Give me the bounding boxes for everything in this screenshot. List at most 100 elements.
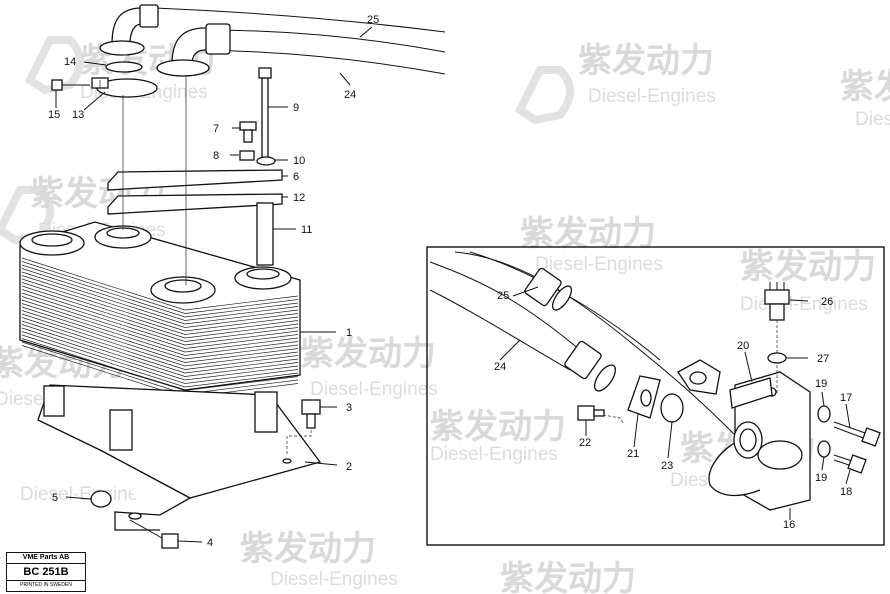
callout-22: 22 <box>579 437 591 449</box>
cooler-fin-line <box>21 327 299 381</box>
callout-20: 20 <box>737 340 749 352</box>
callout-1: 1 <box>346 327 352 339</box>
o-ring-14 <box>105 61 143 73</box>
watermark-en-8: Diesel-Engines <box>310 379 438 400</box>
callout-15: 15 <box>48 109 60 121</box>
callout-26: 26 <box>821 296 833 308</box>
cooler-fin-line <box>21 257 299 311</box>
stamp-company: VME Parts AB <box>7 553 85 564</box>
cooler-fin-line <box>21 296 299 349</box>
flange-right <box>156 59 210 77</box>
cooler-fin-line <box>21 303 299 356</box>
watermark-cn-5: 紫发动力 <box>520 214 656 254</box>
o-ring-23 <box>660 393 684 423</box>
callout-24-detail: 24 <box>494 361 506 373</box>
screw-18 <box>833 454 867 474</box>
callout-3: 3 <box>346 402 352 414</box>
sensor-26 <box>764 282 790 395</box>
callout-6: 6 <box>293 171 299 183</box>
watermark-en-2: Diesel-Engines <box>588 86 716 107</box>
callout-11: 11 <box>301 224 312 236</box>
gasket-12 <box>107 193 283 215</box>
stamp-code: BC 251B <box>7 564 85 581</box>
cooler-fin-line <box>21 292 299 346</box>
callout-19-upper: 19 <box>815 378 827 390</box>
watermark-en-6: Diesel-Engines <box>740 294 868 315</box>
cooler-fin-line <box>21 334 299 388</box>
oil-cooler-1 <box>19 221 301 398</box>
nut-8 <box>239 150 255 161</box>
washer-19-lower <box>817 440 831 458</box>
callout-4: 4 <box>207 537 213 549</box>
washer-27 <box>767 352 787 364</box>
cooler-fin-line <box>21 268 299 321</box>
cooler-fin-line <box>21 313 299 367</box>
watermark-en-12: Diesel-Engines <box>20 484 148 505</box>
title-stamp: VME Parts AB BC 251B PRINTED IN SWEDEN <box>6 552 86 592</box>
cooler-fin-line <box>21 306 299 360</box>
watermark-cn-12: 紫发动力 <box>500 559 636 594</box>
washer-10 <box>256 156 276 166</box>
callout-24-top: 24 <box>344 89 356 101</box>
watermark-cn-6: 紫发动力 <box>740 247 876 287</box>
callout-25-detail: 25 <box>497 290 509 302</box>
callout-17: 17 <box>840 392 852 404</box>
bolt-9 <box>258 67 272 159</box>
callout-7: 7 <box>213 123 219 135</box>
cooler-fin-line <box>21 317 299 370</box>
cooler-fin-line <box>21 299 299 353</box>
screw-22 <box>577 405 605 421</box>
watermark-cn-11: 紫发动力 <box>240 529 376 569</box>
callout-25-top: 25 <box>367 14 379 26</box>
callout-19-lower: 19 <box>815 472 827 484</box>
callout-10: 10 <box>293 155 305 167</box>
cooler-fin-line <box>21 278 299 332</box>
watermark-cn-2: 紫发动力 <box>578 41 714 81</box>
callout-8: 8 <box>213 150 219 162</box>
cooler-fins <box>21 257 299 398</box>
washer-19-upper <box>817 405 831 423</box>
clamp-13 <box>91 77 158 98</box>
plate-6 <box>107 169 283 191</box>
callout-9: 9 <box>293 102 299 114</box>
cooler-fin-line <box>21 289 299 342</box>
cooler-fin-line <box>21 324 299 377</box>
screw-17 <box>833 421 881 447</box>
watermark-en-5: Diesel-Engines <box>535 254 663 275</box>
cooler-fin-line <box>21 275 299 328</box>
watermark-en-3: Diesel-Engines <box>855 109 890 130</box>
stamp-printed: PRINTED IN SWEDEN <box>20 582 72 588</box>
housing-16 <box>708 371 811 511</box>
cooler-fin-line <box>21 310 299 363</box>
callout-labels: 1 2 3 4 5 6 7 8 9 10 11 12 13 14 15 16 1… <box>48 14 852 549</box>
callout-2: 2 <box>346 461 352 473</box>
bracket-2 <box>37 384 322 531</box>
nut-5 <box>90 490 112 508</box>
cooler-fin-line <box>21 331 299 384</box>
watermark-en-11: Diesel-Engines <box>270 569 398 590</box>
callout-12: 12 <box>293 192 305 204</box>
screw-7 <box>239 121 257 143</box>
pipe-24-25 <box>111 4 446 75</box>
detail-box <box>426 246 885 546</box>
callout-18: 18 <box>840 486 852 498</box>
cooler-fin-line <box>21 261 299 314</box>
watermark-cn-9: 紫发动力 <box>430 407 566 447</box>
cooler-fin-line <box>21 282 299 335</box>
callout-23: 23 <box>661 460 673 472</box>
detail-pipes <box>429 251 741 441</box>
callout-27: 27 <box>817 353 829 365</box>
watermark-logo-icon <box>514 66 574 125</box>
callout-13: 13 <box>72 109 84 121</box>
callout-5: 5 <box>52 492 58 504</box>
cooler-fin-line <box>21 320 299 374</box>
flange-left <box>99 40 145 56</box>
flange-gasket-21 <box>597 375 661 425</box>
gasket-20 <box>729 377 773 409</box>
spacer-tube-11 <box>256 202 274 266</box>
cooler-fin-line <box>21 264 299 318</box>
watermark-cn-8: 紫发动力 <box>300 334 436 374</box>
cooler-fin-line <box>21 271 299 325</box>
screw-15 <box>51 79 90 91</box>
